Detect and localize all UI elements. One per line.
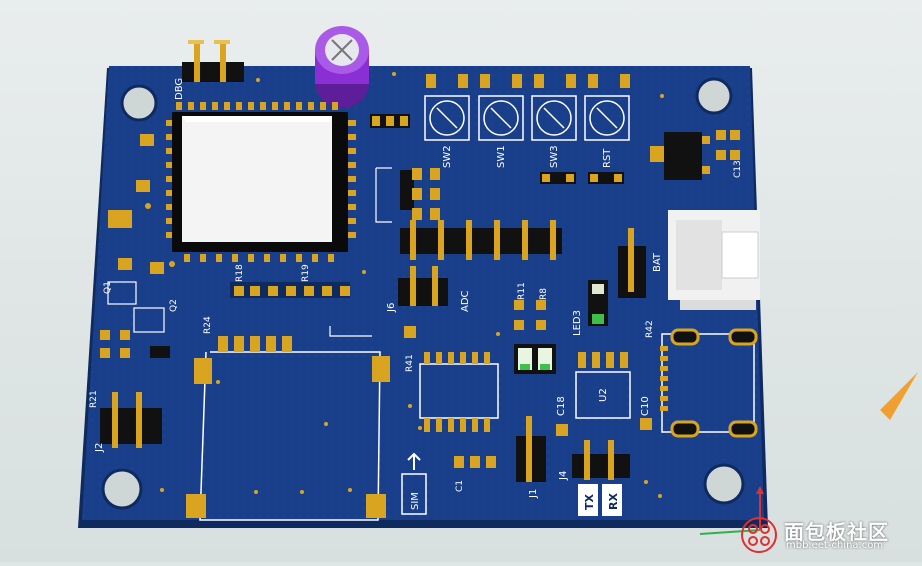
u2-footprint: U2	[575, 352, 631, 419]
label-j2: J2	[94, 443, 105, 453]
header-j4: J4 TX RX	[558, 440, 630, 516]
label-j4: J4	[558, 471, 569, 481]
label-sim: SIM	[410, 492, 421, 510]
watermark: 面包板社区 mbb.eet-china.com	[740, 516, 910, 553]
mounting-hole-tl	[120, 84, 158, 122]
label-r41: R41	[405, 354, 415, 372]
label-led3: LED3	[572, 310, 583, 336]
switch-sw2	[424, 95, 470, 141]
label-dbg: DBG	[174, 78, 185, 100]
silk-lines	[107, 167, 392, 337]
label-c10: C10	[640, 396, 651, 416]
mounting-hole-tr	[695, 77, 733, 115]
label-r21: R21	[89, 390, 99, 408]
battery-connector	[668, 210, 760, 310]
header-j2: J2	[94, 392, 162, 453]
sim-holder: SIM	[186, 336, 427, 521]
main-module	[172, 112, 348, 252]
label-r11: R11	[517, 282, 527, 300]
header-j6-main	[400, 220, 562, 260]
label-rst: RST	[602, 148, 613, 168]
led3: LED3	[572, 280, 608, 336]
voltage-regulator	[650, 132, 710, 180]
label-r8: R8	[539, 288, 549, 300]
light-marker	[880, 372, 918, 420]
label-u2: U2	[598, 388, 609, 402]
label-c18: C18	[556, 396, 567, 416]
label-r24: R24	[203, 316, 213, 334]
label-r42: R42	[645, 320, 655, 338]
header-j1: J1	[516, 416, 546, 499]
label-sw2: SW2	[442, 145, 453, 168]
dbg-header: DBG	[174, 40, 244, 100]
switch-sw3	[531, 95, 577, 141]
label-r18: R18	[235, 264, 245, 282]
switch-sw1	[478, 95, 524, 141]
vias	[145, 72, 664, 498]
label-adc: ADC	[460, 290, 471, 312]
smd-components	[100, 114, 740, 468]
watermark-title: 面包板社区	[784, 520, 889, 544]
label-q2: Q2	[169, 299, 179, 312]
module-pads	[166, 102, 356, 262]
green-leds	[514, 344, 556, 374]
label-r19: R19	[301, 264, 311, 282]
label-j6: J6	[386, 303, 397, 313]
top-pad-row	[426, 74, 630, 88]
label-j1: J1	[528, 489, 539, 499]
ic-soic	[419, 352, 499, 432]
microsd-connector	[660, 328, 758, 438]
mounting-hole-br	[703, 463, 745, 505]
label-sw1: SW1	[496, 145, 507, 168]
mounting-hole-bl	[101, 468, 143, 510]
header-adc: ADC J6	[386, 266, 471, 313]
label-sw3: SW3	[549, 145, 560, 168]
electrolytic-capacitor	[315, 26, 369, 108]
label-bat: BAT	[652, 252, 663, 272]
label-rx: RX	[607, 493, 620, 510]
label-tx: TX	[583, 493, 596, 510]
label-c13: C13	[733, 160, 743, 178]
watermark-logo	[741, 517, 777, 553]
watermark-url: mbb.eet-china.com	[786, 540, 884, 551]
header-bat: BAT	[618, 228, 663, 298]
switch-rst	[584, 95, 630, 141]
label-c1: C1	[455, 480, 465, 492]
